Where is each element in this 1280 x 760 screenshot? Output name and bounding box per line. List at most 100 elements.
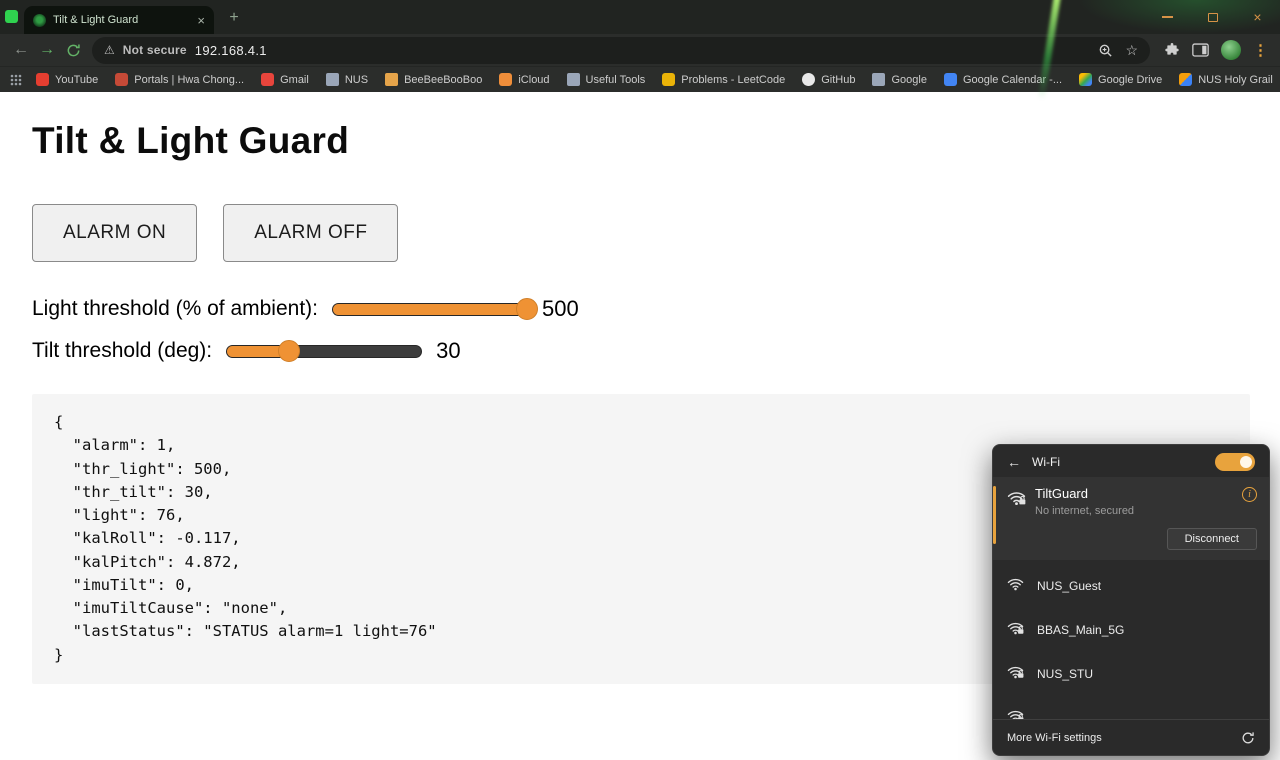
bookmark-icloud[interactable]: iCloud — [499, 73, 550, 86]
wifi-icon — [1007, 577, 1024, 596]
browser-menu-icon[interactable]: ⋮ — [1253, 42, 1268, 59]
wifi-secured-icon — [1007, 490, 1026, 511]
side-panel-icon[interactable] — [1192, 43, 1209, 57]
alarm-on-button[interactable]: ALARM ON — [32, 204, 198, 262]
network-item-nus-stu[interactable]: NUS_STU — [993, 652, 1269, 696]
connected-network-card[interactable]: TiltGuard No internet, secured i Disconn… — [993, 477, 1269, 560]
network-item-nus-guest[interactable]: NUS_Guest — [993, 564, 1269, 608]
omnibox-actions: ☆ — [1098, 42, 1138, 59]
slider-thumb[interactable] — [278, 340, 301, 362]
wifi-toggle[interactable] — [1215, 453, 1255, 471]
network-item-bbas-main-5g[interactable]: BBAS_Main_5G — [993, 608, 1269, 652]
restore-button[interactable] — [1190, 0, 1235, 34]
alarm-buttons-row: ALARM ON ALARM OFF — [32, 204, 1280, 262]
window-controls: × — [1145, 0, 1280, 34]
refresh-networks-icon[interactable] — [1241, 731, 1255, 745]
tab-close-icon[interactable]: × — [197, 12, 205, 28]
page-title: Tilt & Light Guard — [32, 120, 350, 161]
back-arrow-icon[interactable]: ← — [1007, 454, 1021, 470]
bookmark-useful-tools[interactable]: Useful Tools — [566, 73, 645, 86]
tilt-threshold-slider[interactable] — [226, 340, 423, 362]
folder-icon — [385, 73, 399, 86]
back-icon[interactable]: ← — [13, 41, 29, 58]
light-threshold-label: Light threshold (% of ambient): — [32, 297, 318, 320]
bookmark-google-drive[interactable]: Google Drive — [1079, 73, 1162, 86]
close-button[interactable]: × — [1253, 9, 1262, 25]
wifi-network-list: NUS_Guest BBAS_Main_5G — [993, 560, 1269, 719]
apps-grid-icon[interactable] — [10, 74, 22, 86]
tilt-threshold-row: Tilt threshold (deg): 30 — [32, 338, 1280, 364]
restore-icon — [1207, 12, 1218, 22]
slider-fill — [227, 345, 290, 357]
wifi-panel-title: Wi-Fi — [1032, 455, 1060, 469]
folder-icon — [566, 73, 580, 86]
folder-icon — [325, 73, 339, 86]
network-item-partial[interactable] — [993, 696, 1269, 719]
bookmark-portals[interactable]: Portals | Hwa Chong... — [115, 73, 244, 86]
bookmark-gmail[interactable]: Gmail — [261, 73, 309, 86]
not-secure-warning-icon: ⚠ — [104, 43, 115, 57]
bookmarks-bar: YouTube Portals | Hwa Chong... Gmail NUS… — [0, 66, 1280, 92]
address-bar[interactable]: ⚠ Not secure 192.168.4.1 ☆ — [92, 36, 1150, 64]
bookmark-leetcode[interactable]: Problems - LeetCode — [662, 73, 785, 86]
wifi-footer: More Wi-Fi settings — [993, 719, 1269, 755]
wifi-secured-icon — [1007, 709, 1024, 719]
url-text: 192.168.4.1 — [194, 42, 267, 58]
browser-chrome: Tilt & Light Guard × + × ← → ⚠ Not secur… — [0, 0, 1280, 100]
bookmark-google[interactable]: Google — [872, 73, 927, 86]
profile-avatar[interactable] — [1221, 40, 1241, 60]
disconnect-button[interactable]: Disconnect — [1166, 528, 1257, 550]
more-wifi-settings-link[interactable]: More Wi-Fi settings — [1007, 731, 1102, 744]
toolbar-actions: ⋮ — [1160, 40, 1272, 60]
bookmark-favicon — [36, 73, 49, 86]
browser-tab[interactable]: Tilt & Light Guard × — [24, 6, 214, 34]
wifi-flyout-panel: ← Wi-Fi TiltGuard No internet, secured i… — [992, 444, 1270, 756]
alarm-off-button[interactable]: ALARM OFF — [223, 204, 399, 262]
connected-network-name: TiltGuard — [1035, 486, 1088, 501]
tilt-threshold-label: Tilt threshold (deg): — [32, 339, 213, 362]
folder-icon — [872, 73, 886, 86]
extensions-icon[interactable] — [1164, 42, 1180, 58]
tab-favicon-icon — [33, 13, 46, 27]
info-icon[interactable]: i — [1242, 487, 1257, 502]
bookmark-favicon — [802, 73, 816, 86]
forward-icon[interactable]: → — [39, 41, 55, 58]
selection-accent-bar — [993, 486, 996, 544]
bookmark-favicon — [499, 73, 513, 86]
zoom-icon[interactable] — [1098, 43, 1113, 58]
tilt-threshold-value: 30 — [436, 338, 461, 363]
wifi-header: ← Wi-Fi — [993, 445, 1269, 477]
tab-group-indicator[interactable] — [5, 10, 18, 23]
bookmark-star-icon[interactable]: ☆ — [1125, 41, 1138, 58]
toggle-knob — [1240, 456, 1252, 468]
wifi-secured-icon — [1007, 621, 1024, 640]
bookmark-favicon — [115, 73, 129, 86]
bookmark-favicon — [1179, 73, 1193, 86]
light-threshold-slider[interactable] — [331, 298, 538, 320]
bookmark-nus-holy-grail[interactable]: NUS Holy Grail — [1179, 73, 1273, 86]
wifi-secured-icon — [1007, 665, 1024, 684]
slider-thumb[interactable] — [515, 298, 538, 320]
security-label: Not secure — [122, 43, 187, 57]
connected-network-status: No internet, secured — [1035, 505, 1135, 517]
tab-strip: Tilt & Light Guard × + × — [0, 0, 1280, 34]
minimize-button[interactable] — [1145, 0, 1190, 34]
light-threshold-value: 500 — [541, 296, 579, 321]
slider-fill — [332, 303, 527, 315]
bookmark-favicon — [662, 73, 676, 86]
minimize-icon — [1162, 16, 1173, 18]
browser-toolbar: ← → ⚠ Not secure 192.168.4.1 ☆ ⋮ — [0, 34, 1280, 66]
tab-title: Tilt & Light Guard — [53, 14, 139, 26]
bookmark-beebeebooboo[interactable]: BeeBeeBooBoo — [385, 73, 482, 86]
new-tab-button[interactable]: + — [229, 9, 239, 26]
light-threshold-row: Light threshold (% of ambient): 500 — [32, 296, 1280, 322]
bookmark-favicon — [1079, 73, 1093, 86]
refresh-icon[interactable] — [60, 43, 86, 58]
disconnect-row: Disconnect — [1035, 528, 1257, 550]
bookmark-nus[interactable]: NUS — [325, 73, 368, 86]
bookmark-google-calendar[interactable]: Google Calendar -... — [943, 73, 1062, 86]
bookmark-youtube[interactable]: YouTube — [36, 73, 98, 86]
bookmark-favicon — [943, 73, 957, 86]
bookmark-favicon — [261, 73, 275, 86]
bookmark-github[interactable]: GitHub — [802, 73, 855, 86]
